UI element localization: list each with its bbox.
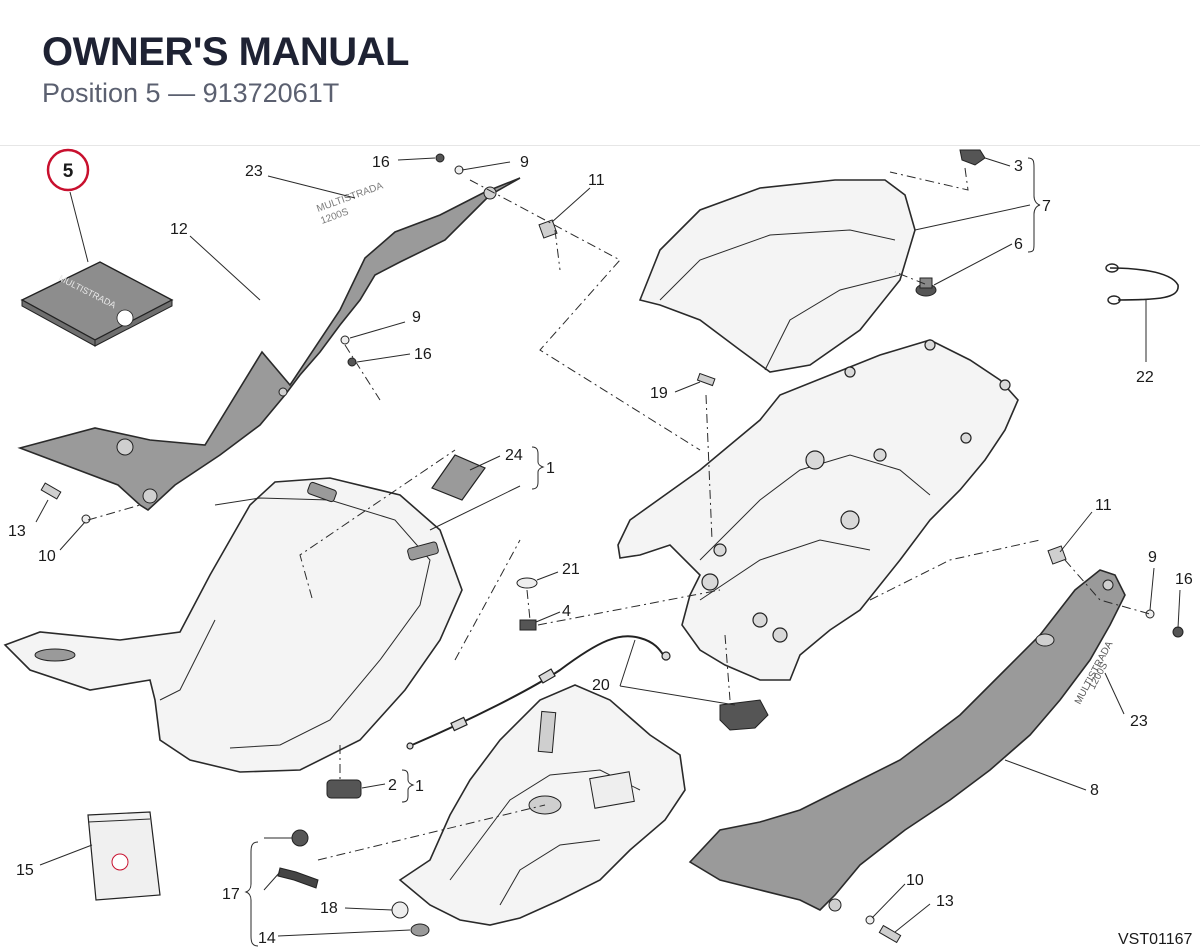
left-side-cover [17,177,521,512]
rear-subframe [617,339,1019,681]
callout-label: 9 [412,309,421,326]
callout-label: 24 [505,447,523,464]
position-badge: 5 [46,148,90,192]
passenger-seat [638,179,916,373]
callout-label: 14 [258,930,276,947]
callout-label: 6 [1014,236,1023,253]
callout-label: 11 [588,172,605,189]
seat-release-cable [406,635,769,750]
callout-label: 16 [372,154,390,171]
page-title: OWNER'S MANUAL [42,30,409,74]
callout-label: 19 [650,385,668,402]
leader-lines [35,157,1181,937]
helmet-cable [1105,263,1179,305]
callout-label: 2 [388,777,397,794]
callout-label: 23 [245,163,263,180]
callout-label: 16 [414,346,432,363]
right-side-cover [688,569,1126,912]
leader-line [69,191,89,263]
callout-label: 1 [415,778,424,795]
callout-label: 20 [592,677,610,694]
callout-label: 15 [16,862,34,879]
undertray [398,684,686,926]
callout-label: 17 [222,886,240,903]
drawing-code: VST01167 [1118,931,1193,948]
callout-label: 10 [906,872,924,889]
callout-label: 13 [936,893,954,910]
assembly-lines [87,167,1151,861]
tool-bag [87,811,161,901]
page-subtitle: Position 5 — 91372061T [42,78,340,108]
callout-label: 8 [1090,782,1099,799]
callout-label: 9 [1148,549,1157,566]
callout-label: 10 [38,548,56,565]
callout-label: 18 [320,900,338,917]
callout-label: 4 [562,603,571,620]
callout-label: 7 [1042,198,1051,215]
callout-label: 12 [170,221,188,238]
callout-label: 9 [520,154,529,171]
callout-label: 13 [8,523,26,540]
hardware-items [40,149,1184,944]
group-braces [244,157,1041,947]
callout-label: 16 [1175,571,1193,588]
callout-label: 3 [1014,158,1023,175]
callout-label: 21 [562,561,580,578]
sticker [431,454,486,501]
position-badge-number: 5 [63,161,74,182]
callout-labels: 23 16 9 11 3 7 6 12 9 16 22 19 24 1 13 1… [8,154,1193,947]
decal-left: MULTISTRADA 1200S [315,180,385,226]
svg-text:MULTISTRADA: MULTISTRADA [315,180,385,214]
callout-label: 23 [1130,713,1148,730]
callout-label: 1 [546,460,555,477]
owners-manual-booklet: MULTISTRADA [20,261,174,347]
callout-label: 11 [1095,497,1112,514]
header-divider [0,145,1200,146]
rider-seat [3,477,463,773]
callout-label: 22 [1136,369,1154,386]
